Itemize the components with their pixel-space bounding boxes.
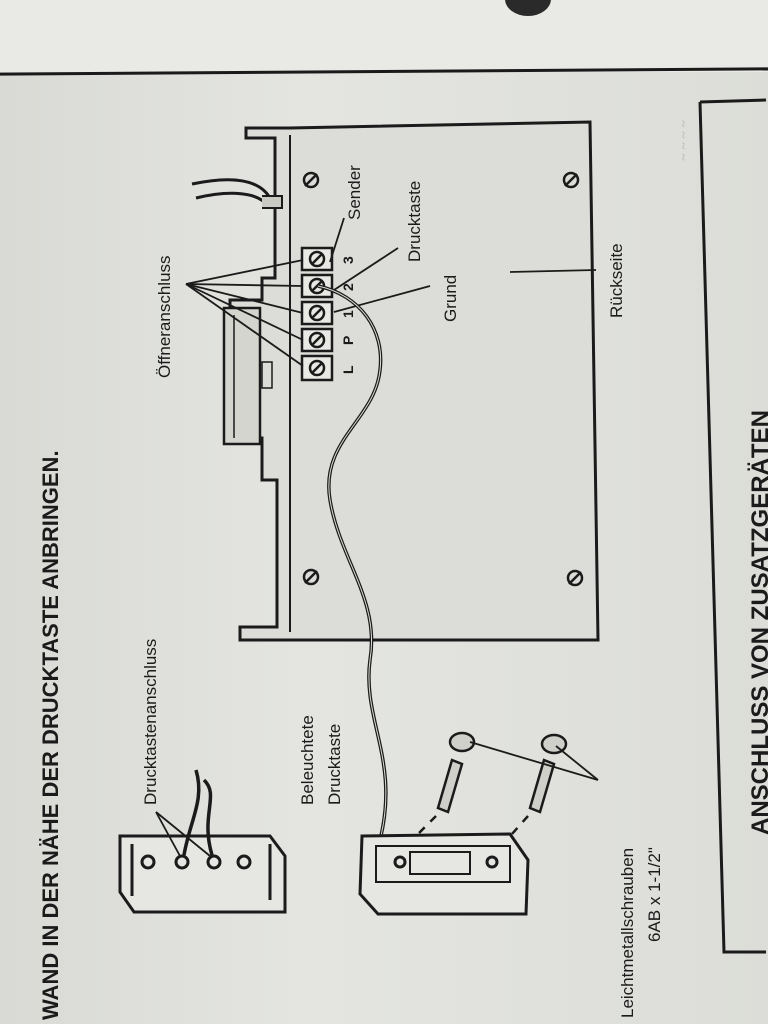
terminal-block (300, 246, 334, 382)
page-top-margin (0, 0, 768, 72)
label-leichtmetallschrauben: Leichtmetallschrauben (618, 848, 637, 1018)
label-rueckseite: Rückseite (607, 243, 626, 318)
terminal-label-2: 2 (340, 283, 356, 291)
wood-screw (436, 731, 568, 814)
doorbell-wire-inner (317, 285, 387, 841)
transformer-cable (191, 178, 274, 207)
label-grund: Grund (441, 275, 460, 322)
section-heading: ANSCHLUSS VON ZUSATZGERÄTEN (747, 410, 768, 835)
illuminated-push-button (358, 832, 530, 916)
label-pointers (329, 217, 597, 313)
label-sender: Sender (345, 165, 364, 220)
label-beleuchtete: Beleuchtete (298, 715, 317, 805)
label-oeffneranschluss: Öffneranschluss (155, 255, 174, 378)
screw-pointers (469, 741, 599, 781)
page-heading: WAND IN DER NÄHE DER DRUCKTASTE ANBRINGE… (38, 450, 63, 1020)
oeffneranschluss-pointers (185, 259, 304, 367)
screw-dashes (417, 815, 529, 835)
section-frame (698, 98, 767, 954)
label-drucktaste-lower: Drucktaste (325, 724, 344, 805)
label-drucktastenanschluss: Drucktastenanschluss (141, 639, 160, 805)
terminal-label-1: 1 (340, 310, 356, 318)
label-drucktaste: Drucktaste (405, 181, 424, 262)
terminal-label-3: 3 (340, 256, 356, 264)
terminal-label-p: P (340, 336, 356, 345)
label-screw-size: 6AB x 1-1/2" (645, 847, 664, 942)
transformer-cable-end (262, 195, 283, 209)
push-button-terminal (118, 769, 287, 914)
terminal-label-l: L (340, 365, 356, 374)
mounting-screw (302, 171, 584, 587)
binder-hole (505, 0, 551, 16)
